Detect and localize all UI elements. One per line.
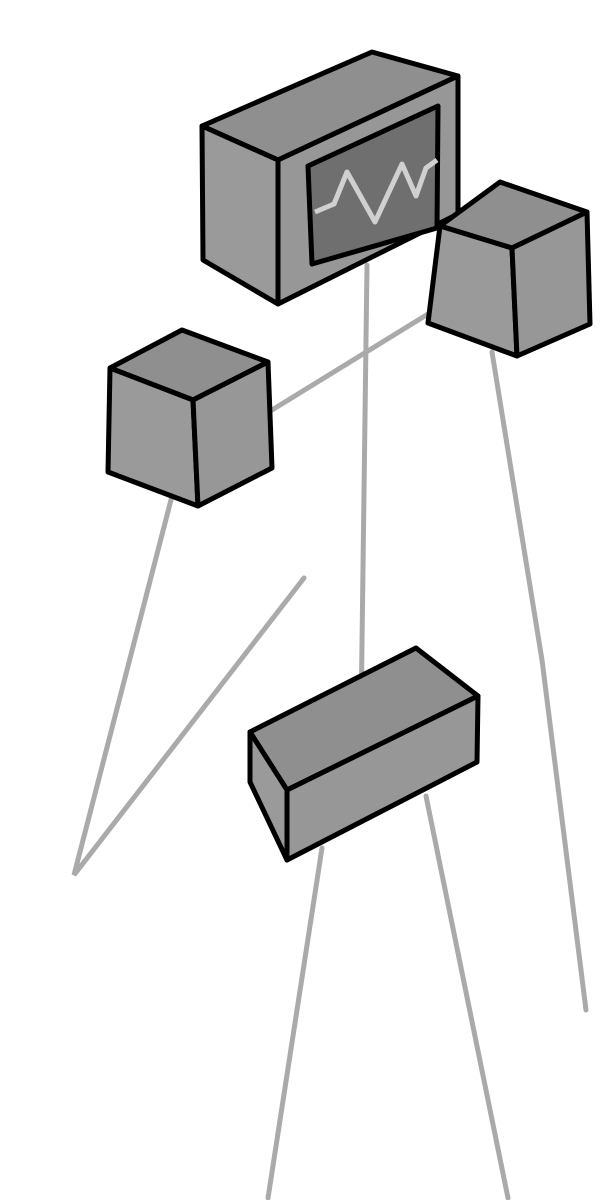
monitor-screen <box>305 103 441 267</box>
line-block-right-down <box>423 793 511 1200</box>
monitor-left-face <box>199 123 281 307</box>
line-monitor-to-block <box>358 262 370 723</box>
waveform-icon <box>314 157 439 225</box>
monitor-icon <box>199 49 461 307</box>
line-block-left-down <box>265 845 325 1200</box>
connection-lines <box>71 262 589 1200</box>
block-front-face <box>284 693 481 863</box>
cube-icon <box>105 327 275 509</box>
rectangular-block-icon <box>247 645 481 863</box>
line-left-cube-v <box>71 493 307 877</box>
right-cube-right-face <box>509 209 593 359</box>
left-cube-right-face <box>190 359 275 509</box>
line-right-cube-down <box>489 349 589 1013</box>
cube-icon <box>425 179 593 359</box>
right-cube-left-face <box>425 223 520 359</box>
